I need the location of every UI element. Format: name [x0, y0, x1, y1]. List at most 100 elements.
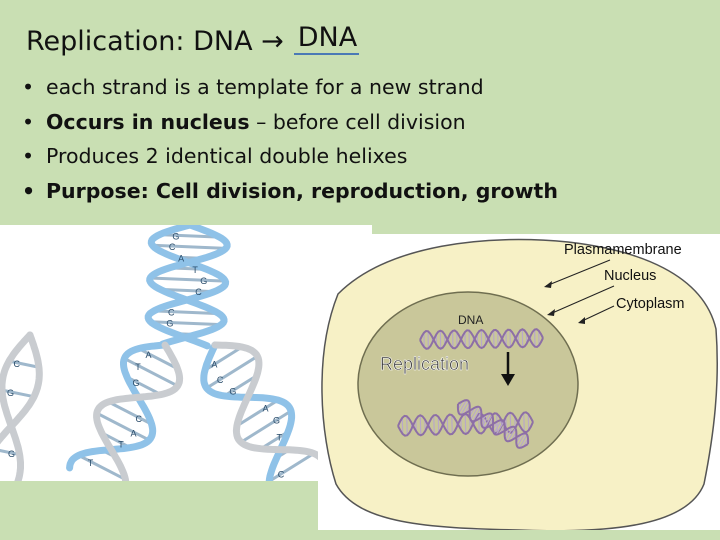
base-pair-rung	[150, 276, 226, 283]
backbone-strand	[144, 221, 230, 350]
base-letter: T	[118, 439, 124, 449]
base-letter: A	[131, 429, 137, 439]
base-letter: G	[200, 276, 207, 286]
base-letter: G	[166, 319, 173, 329]
bullet-text: each strand is a template for a new stra…	[46, 75, 484, 99]
base-pair-rung	[126, 375, 162, 396]
base-letter: C	[168, 308, 175, 318]
dna-rung	[493, 419, 502, 434]
plasma-membrane-pointer-head	[544, 281, 552, 288]
dna-rung	[505, 426, 514, 441]
backbone-strand	[146, 221, 231, 348]
base-pair-rung	[96, 411, 150, 442]
bullet-text-bold: Occurs in nucleus	[46, 109, 250, 134]
base-letter: G	[273, 416, 280, 426]
bullet-text: – before cell division	[249, 109, 466, 134]
dna-rung	[523, 412, 525, 432]
bullet-dot: •	[22, 144, 35, 168]
backbone-strand	[200, 341, 296, 500]
replication-arrow-head	[501, 374, 515, 386]
dna-rung	[484, 414, 493, 429]
base-pair-rung	[0, 449, 20, 457]
dna-rung	[458, 399, 467, 414]
plasma-membrane-pointer	[545, 259, 611, 287]
bullet-text: Produces 2 identical double helixes	[46, 144, 408, 168]
backbone-strand	[0, 331, 43, 445]
base-pair-rung	[150, 320, 222, 327]
base-pair-rung	[77, 454, 127, 481]
base-letter: C	[278, 470, 285, 480]
cell-diagram-svg: DNA Replication Plasmamembrane Nucleus C…	[321, 238, 718, 532]
base-letter: T	[192, 265, 198, 275]
bullet-dot: •	[22, 75, 35, 99]
dna-rung	[495, 421, 505, 435]
base-pair-rung	[123, 357, 179, 388]
backbone-strand	[0, 331, 34, 488]
dna-molecule-copy-2	[456, 399, 530, 449]
dna-rung	[470, 406, 479, 421]
dna-rung	[519, 434, 528, 449]
base-letter: C	[13, 359, 20, 369]
dna-rung	[472, 407, 481, 422]
title-prefix: Replication: DNA →	[26, 26, 284, 57]
bullet-dot: •	[22, 109, 35, 134]
base-letter: A	[178, 253, 184, 263]
dna-molecule-original	[419, 328, 544, 350]
bullet-item: • Purpose: Cell division, reproduction, g…	[22, 174, 558, 209]
dna-rung	[451, 414, 453, 434]
dna-rung	[406, 416, 408, 436]
base-letter: G	[133, 378, 140, 388]
base-pair-rung	[223, 374, 258, 398]
base-letter: A	[145, 350, 151, 360]
base-letter: C	[169, 242, 176, 252]
dna-backbone	[419, 328, 544, 350]
nucleus-pointer	[549, 285, 615, 315]
bullet-dot: •	[22, 178, 36, 203]
base-letter: A	[263, 403, 269, 413]
dna-rung	[481, 413, 491, 427]
base-letter: G	[172, 231, 179, 241]
base-pair-rung	[153, 309, 219, 316]
base-letter: T	[88, 458, 94, 468]
bullet-item: • Produces 2 identical double helixes	[22, 139, 558, 174]
base-pair-rung	[236, 398, 279, 428]
cytoplasm-pointer	[579, 305, 615, 323]
dna-backbone	[457, 399, 529, 449]
dna-label: DNA	[458, 313, 483, 327]
dna-rung	[507, 427, 516, 442]
cytoplasm-pointer-head	[578, 317, 585, 324]
backbone-strand	[93, 341, 184, 498]
nucleus-pointer-head	[547, 309, 555, 316]
base-pair-rung	[152, 243, 226, 250]
dna-backbone	[397, 411, 534, 437]
backbone-strand	[66, 341, 169, 472]
base-pair-rung	[8, 359, 40, 369]
replication-label: Replication	[380, 354, 469, 374]
base-letter: G	[7, 388, 14, 398]
base-pair-rung	[159, 233, 220, 239]
base-letter: C	[217, 375, 224, 385]
base-pair-rung	[1, 388, 35, 399]
base-pair-rung	[107, 400, 153, 426]
title-product-dna: DNA	[293, 22, 360, 55]
base-pair-rung	[204, 345, 243, 372]
plasma-membrane-label: Plasmamembrane	[564, 242, 682, 258]
dna-rung	[460, 401, 470, 415]
dna-rung	[433, 415, 435, 435]
base-letter: A	[211, 360, 217, 370]
bullet-item: • each strand is a template for a new str…	[22, 70, 558, 105]
bullet-text: Purpose: Cell division, reproduction, gr…	[46, 178, 558, 203]
bullet-item: • Occurs in nucleus – before cell divisio…	[22, 105, 558, 140]
base-letter: C	[195, 287, 202, 297]
base-pair-rung	[137, 347, 179, 370]
cytoplasm-label: Cytoplasm	[616, 296, 685, 312]
base-pair-rung	[268, 452, 315, 483]
dna-rung	[464, 413, 467, 435]
backbone-strand	[211, 341, 328, 470]
base-pair-rung	[205, 355, 259, 390]
dna-rung	[516, 433, 526, 447]
slide-title: Replication: DNA → DNA	[26, 22, 360, 59]
base-letter: T	[135, 362, 141, 372]
